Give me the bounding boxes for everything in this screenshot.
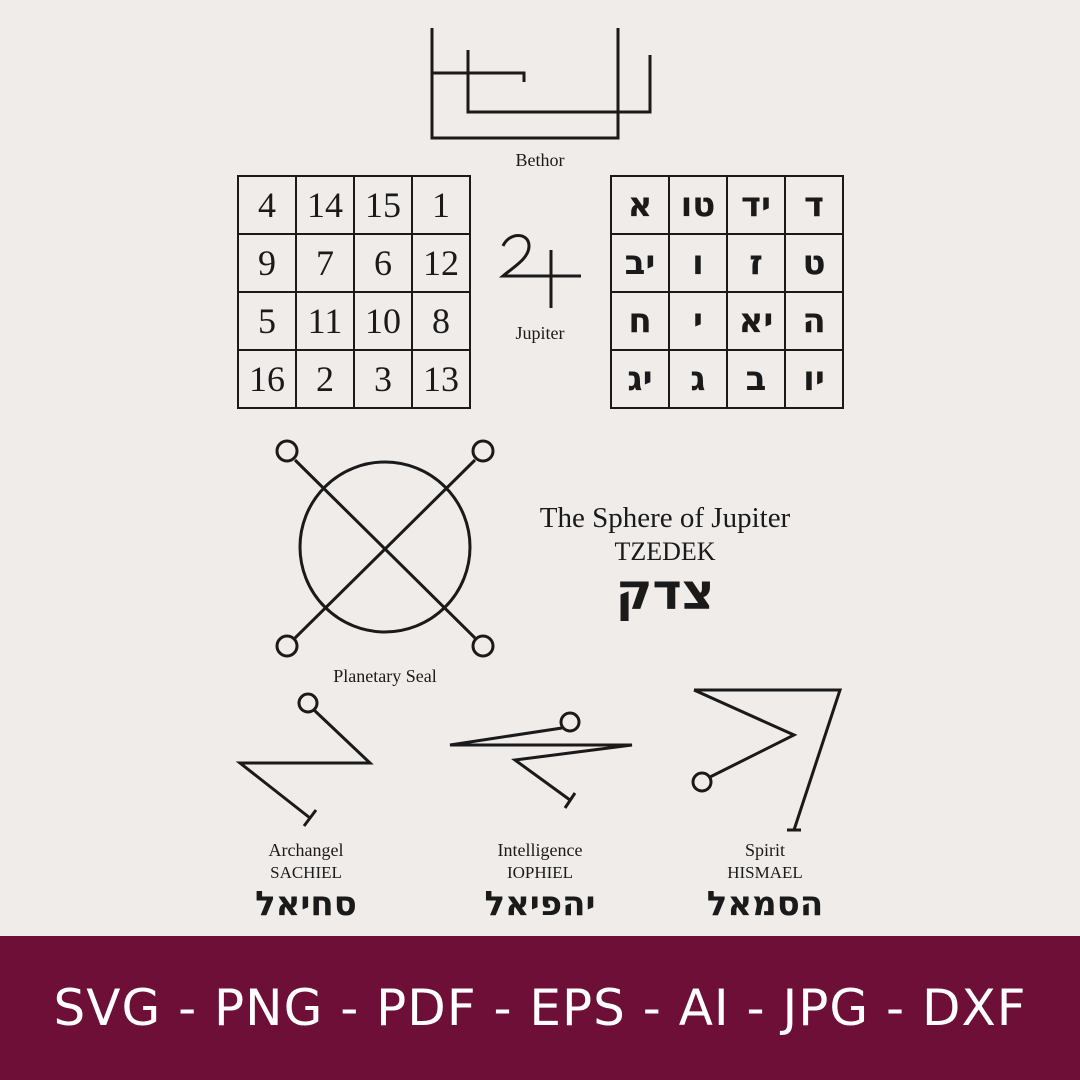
number-square-cell: 9 [238,234,296,292]
hebrew-square-cell: ב [727,350,785,408]
sigil-hebrew: סחיאל [255,884,357,924]
hebrew-square-cell: ו [669,234,727,292]
archangel-sachiel-sigil [235,692,374,827]
sigil-role: Archangel [268,840,344,860]
number-square-cell: 6 [354,234,412,292]
number-square-cell: 12 [412,234,470,292]
bethor-sigil [430,28,652,140]
number-square-cell: 2 [296,350,354,408]
hebrew-square-cell: ז [727,234,785,292]
hebrew-square-cell: ח [611,292,669,350]
planetary-seal-label: Planetary Seal [333,666,437,686]
spirit-hismael-sigil [691,688,843,832]
number-square-cell: 5 [238,292,296,350]
hebrew-square-cell: א [611,176,669,234]
sigil-name: IOPHIEL [506,863,574,882]
hebrew-square-cell: ט [785,234,843,292]
hebrew-square-cell: ד [785,176,843,234]
hebrew-square-cell: ג [669,350,727,408]
hebrew-square-cell: יו [785,350,843,408]
sigil-name: SACHIEL [270,863,342,882]
jupiter-label: Jupiter [515,323,565,343]
intelligence-iophiel-sigil [449,711,633,809]
number-square-cell: 8 [412,292,470,350]
number-square-cell: 10 [354,292,412,350]
sigil-name: HISMAEL [727,863,803,882]
sphere-name: TZEDEK [614,537,716,566]
sigil-label-spirit: Spirit HISMAEL הסמאל [655,838,875,924]
number-square-cell: 3 [354,350,412,408]
number-square-cell: 7 [296,234,354,292]
sigil-hebrew: הסמאל [706,884,824,924]
sphere-title: The Sphere of Jupiter [539,502,791,534]
sphere-hebrew-name: צדק [615,563,715,621]
number-square-cell: 14 [296,176,354,234]
format-banner-text: SVG - PNG - PDF - EPS - AI - JPG - DXF [53,979,1027,1037]
jupiter-symbol-icon [498,234,581,308]
hebrew-square-cell: טו [669,176,727,234]
sigil-role: Spirit [744,840,785,860]
number-square-cell: 15 [354,176,412,234]
sigil-label-archangel: Archangel SACHIEL סחיאל [196,838,416,924]
sigil-label-intelligence: Intelligence IOPHIEL יהפיאל [430,838,650,924]
sigil-role: Intelligence [497,840,583,860]
bethor-label: Bethor [515,150,565,170]
hebrew-square-cell: ה [785,292,843,350]
sphere-block: The Sphere of Jupiter TZEDEK צדק [500,502,830,619]
hebrew-square-cell: י [669,292,727,350]
format-banner: SVG - PNG - PDF - EPS - AI - JPG - DXF [0,936,1080,1080]
number-square-cell: 11 [296,292,354,350]
hebrew-square-cell: יג [611,350,669,408]
number-square-cell: 1 [412,176,470,234]
number-square-cell: 16 [238,350,296,408]
planetary-seal-icon [275,439,495,658]
hebrew-square-cell: יא [727,292,785,350]
number-square-cell: 13 [412,350,470,408]
sigil-hebrew: יהפיאל [484,884,596,924]
hebrew-square-cell: יב [611,234,669,292]
number-square-cell: 4 [238,176,296,234]
hebrew-square-cell: יד [727,176,785,234]
